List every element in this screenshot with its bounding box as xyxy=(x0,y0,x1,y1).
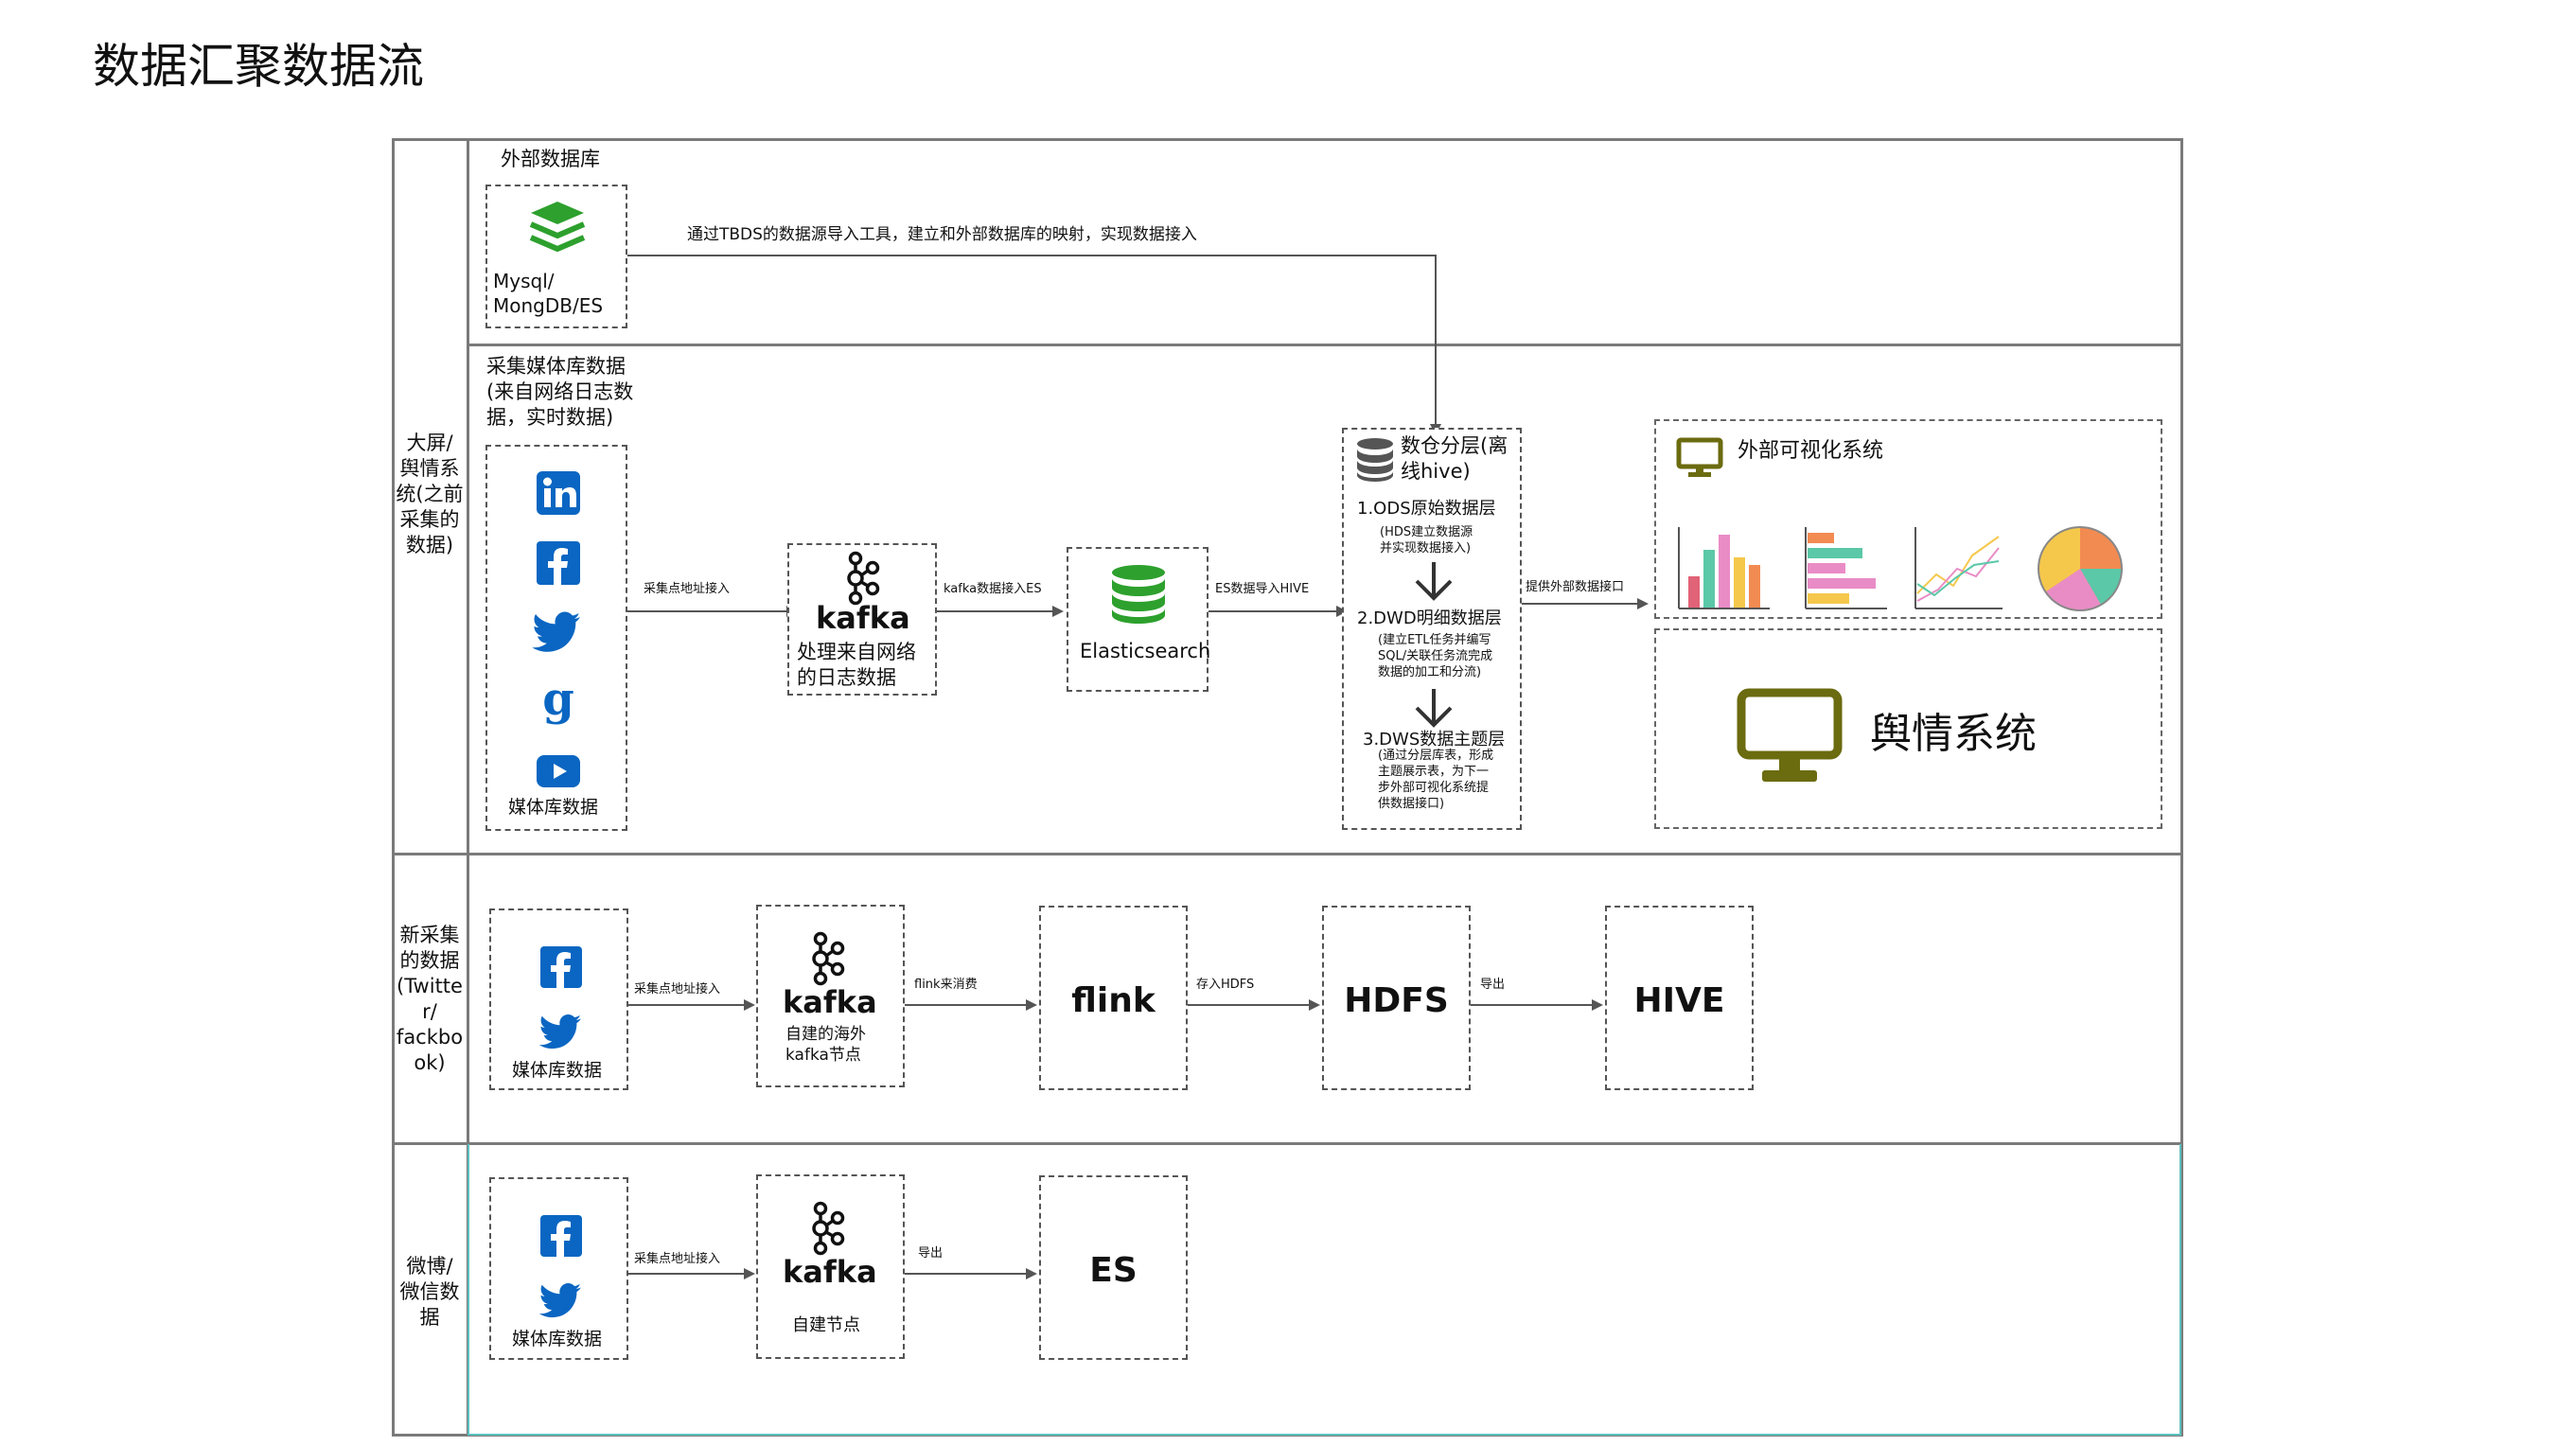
divider-external-db xyxy=(467,344,2183,346)
row-label-big-screen: 大屏/ 舆情系 统(之前 采集的 数据) xyxy=(396,432,464,556)
arrow-new-media-to-kafka xyxy=(628,999,755,1011)
media-library-box: g 媒体库数据 xyxy=(485,445,627,831)
warehouse-title: 数仓分层(离 线hive) xyxy=(1401,434,1509,483)
divider-row2 xyxy=(392,1142,2183,1145)
arrow-kafka-to-es-export xyxy=(905,1268,1037,1279)
dws-layer-desc: (通过分层库表，形成 主题展示表，为下一 步外部可视化系统提 供数据接口) xyxy=(1378,749,1494,811)
kafka-icon xyxy=(812,931,845,986)
visualization-panel: 外部可视化系统 xyxy=(1654,419,2162,619)
external-db-label: Mysql/ MongDB/ES xyxy=(493,270,604,317)
overseas-kafka-label: 自建的海外 kafka节点 xyxy=(785,1025,866,1065)
arrow-kafka-to-flink-label: flink来消费 xyxy=(914,978,978,992)
arrow-media-to-kafka-label: 采集点地址接入 xyxy=(644,582,731,596)
hive-box: HIVE xyxy=(1605,906,1754,1090)
self-built-kafka-label: 自建节点 xyxy=(792,1315,860,1335)
database-icon xyxy=(1112,565,1165,624)
facebook-icon xyxy=(540,1215,582,1257)
facebook-icon xyxy=(540,946,582,988)
page-title: 数据汇聚数据流 xyxy=(93,39,424,94)
kafka-main-box: kafka 处理来自网络 的日志数据 xyxy=(787,543,937,696)
arrow-hdfs-to-hive xyxy=(1471,999,1603,1011)
arrow-weibo-media-to-kafka xyxy=(628,1268,755,1279)
kafka-icon xyxy=(812,1201,845,1256)
arrow-kafka-to-es-export-label: 导出 xyxy=(918,1246,944,1261)
arrow-es-to-hive-label: ES数据导入HIVE xyxy=(1215,582,1310,596)
hive-label: HIVE xyxy=(1633,981,1725,1020)
arrow-weibo-media-to-kafka-label: 采集点地址接入 xyxy=(634,1252,721,1266)
media-collection-header: 采集媒体库数据 (来自网络日志数 据，实时数据) xyxy=(486,355,634,429)
external-db-box: Mysql/ MongDB/ES xyxy=(485,185,627,328)
line-chart-icon xyxy=(1914,527,2003,609)
arrow-down-icon xyxy=(1415,562,1453,601)
public-opinion-title: 舆情系统 xyxy=(1870,710,2037,758)
arrow-hive-to-viz xyxy=(1522,598,1649,609)
arrow-down-icon xyxy=(1415,689,1453,728)
facebook-icon xyxy=(537,541,580,585)
arrow-kafka-to-es xyxy=(937,606,1064,617)
arrow-kafka-to-es-label: kafka数据接入ES xyxy=(944,582,1042,596)
ods-layer-title: 1.ODS原始数据层 xyxy=(1357,499,1496,519)
linkedin-icon xyxy=(537,471,580,515)
external-db-arrow-label: 通过TBDS的数据源导入工具，建立和外部数据库的映射，实现数据接入 xyxy=(687,225,1197,244)
twitter-icon xyxy=(538,1014,581,1049)
kafka-icon xyxy=(847,551,880,606)
kafka-main-word: kafka xyxy=(816,600,910,636)
overseas-kafka-box: kafka 自建的海外 kafka节点 xyxy=(756,905,905,1087)
elasticsearch-box: Elasticsearch xyxy=(1067,547,1211,692)
arrow-new-media-to-kafka-label: 采集点地址接入 xyxy=(634,982,721,996)
new-media-library-label: 媒体库数据 xyxy=(512,1060,603,1081)
arrow-flink-to-hdfs xyxy=(1188,999,1320,1011)
label-column-divider xyxy=(467,138,469,1437)
arrow-hive-to-viz-label: 提供外部数据接口 xyxy=(1526,580,1625,594)
kafka-main-label: 处理来自网络 的日志数据 xyxy=(797,641,916,689)
public-opinion-panel: 舆情系统 xyxy=(1654,628,2162,829)
media-library-label: 媒体库数据 xyxy=(508,797,599,818)
self-built-kafka-word: kafka xyxy=(783,1254,877,1290)
dwd-layer-title: 2.DWD明细数据层 xyxy=(1357,608,1502,628)
weibo-section-border xyxy=(468,1144,2181,1436)
horizontal-bar-chart-icon xyxy=(1805,527,1887,609)
elasticsearch-label: Elasticsearch xyxy=(1080,640,1211,662)
google-icon: g xyxy=(542,673,574,726)
external-db-header: 外部数据库 xyxy=(501,148,600,170)
twitter-icon xyxy=(538,1283,581,1318)
divider-row1 xyxy=(392,853,2183,855)
monitor-icon xyxy=(1676,437,1723,477)
svg-text:g: g xyxy=(542,673,574,726)
flink-box: flink xyxy=(1039,906,1188,1090)
weibo-media-library-label: 媒体库数据 xyxy=(512,1329,603,1349)
arrow-es-to-hive xyxy=(1209,606,1348,617)
overseas-kafka-word: kafka xyxy=(783,984,877,1020)
self-built-kafka-box: kafka 自建节点 xyxy=(756,1174,905,1359)
dws-layer-title: 3.DWS数据主题层 xyxy=(1363,730,1506,749)
flink-label: flink xyxy=(1071,981,1156,1020)
visualization-title: 外部可视化系统 xyxy=(1738,439,1884,463)
youtube-icon xyxy=(537,755,580,787)
hdfs-box: HDFS xyxy=(1322,906,1471,1090)
arrow-kafka-to-flink xyxy=(905,999,1037,1011)
arrow-flink-to-hdfs-label: 存入HDFS xyxy=(1196,978,1255,992)
new-media-library-box: 媒体库数据 xyxy=(489,908,628,1090)
es-label: ES xyxy=(1089,1251,1138,1290)
dwd-layer-desc: (建立ETL任务并编写 SQL/关联任务流完成 数据的加工和分流) xyxy=(1378,633,1493,679)
arrow-hdfs-to-hive-label: 导出 xyxy=(1480,978,1506,992)
pie-chart-icon xyxy=(2038,526,2123,611)
arrow-media-to-kafka xyxy=(627,606,798,617)
row-label-new-collection: 新采集 的数据 (Twitte r/ fackbo ok) xyxy=(396,924,464,1074)
layers-icon xyxy=(529,202,586,252)
twitter-icon xyxy=(532,611,580,652)
hdfs-label: HDFS xyxy=(1344,981,1449,1020)
es-box: ES xyxy=(1039,1175,1188,1360)
external-db-arrow xyxy=(627,255,1441,435)
warehouse-box: 数仓分层(离 线hive) 1.ODS原始数据层 (HDS建立数据源 并实现数据… xyxy=(1342,428,1522,830)
database-icon xyxy=(1357,438,1393,482)
weibo-media-library-box: 媒体库数据 xyxy=(489,1177,628,1360)
row-label-weibo: 微博/ 微信数 据 xyxy=(399,1255,460,1329)
monitor-icon xyxy=(1737,688,1843,782)
bar-chart-icon xyxy=(1678,527,1770,609)
ods-layer-desc: (HDS建立数据源 并实现数据接入) xyxy=(1380,525,1473,555)
